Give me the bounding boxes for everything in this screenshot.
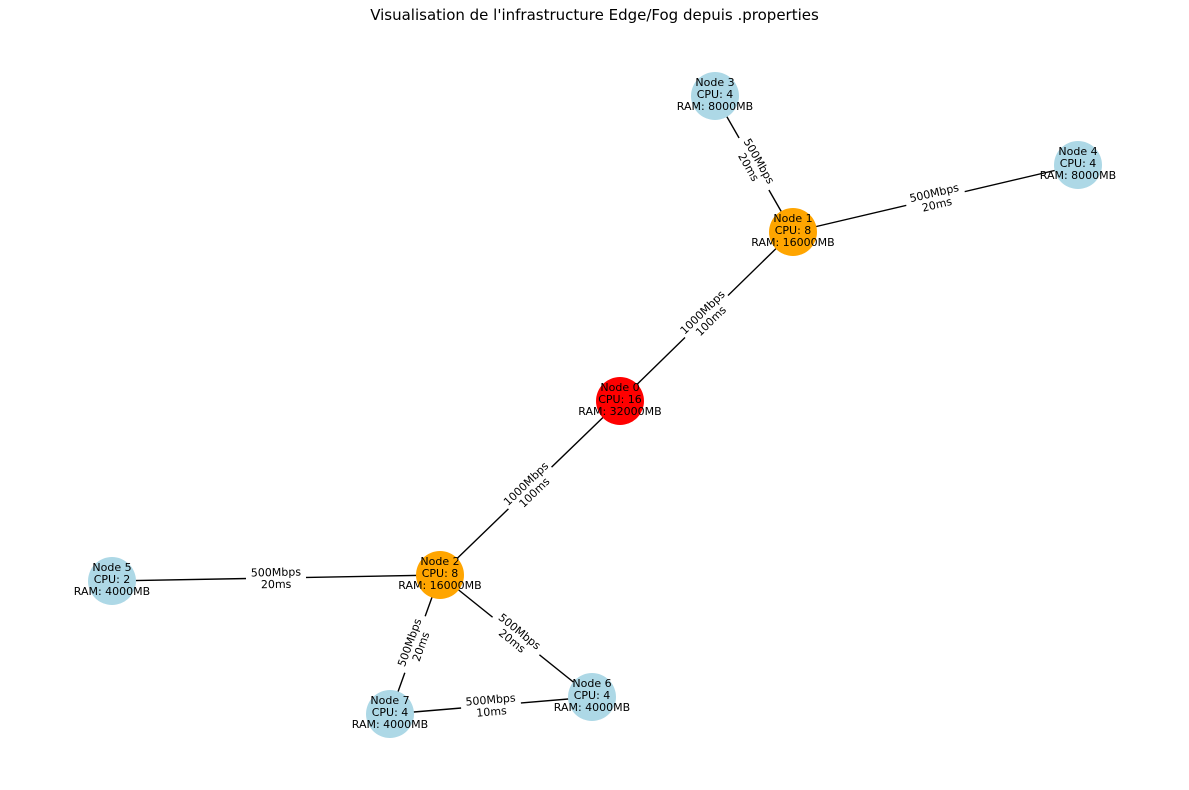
node-circle-fog: [769, 208, 817, 256]
edge-label-background: [391, 611, 439, 678]
edge-latency-label: 10ms: [476, 704, 508, 720]
node-name-label: Node 5: [92, 561, 131, 574]
node-circle-fog: [416, 551, 464, 599]
edge-label-background: [483, 606, 549, 666]
node-cpu-label: CPU: 4: [697, 88, 734, 101]
node-ram-label: RAM: 32000MB: [578, 405, 661, 418]
node-cpu-label: CPU: 2: [94, 573, 131, 586]
node-ram-label: RAM: 16000MB: [751, 236, 834, 249]
edge-label-background: [903, 178, 968, 219]
node-ram-label: RAM: 4000MB: [352, 718, 428, 731]
node-cpu-label: CPU: 16: [598, 393, 642, 406]
node-circle-edge: [366, 690, 414, 738]
edge-label-background: [675, 285, 738, 348]
node-name-label: Node 0: [600, 381, 639, 394]
diagram-title: Visualisation de l'infrastructure Edge/F…: [370, 6, 819, 24]
edge-latency-label: 20ms: [261, 578, 292, 592]
node-circle-edge: [568, 673, 616, 721]
edge-labels-layer: 1000Mbps100ms1000Mbps100ms500Mbps20ms500…: [245, 131, 968, 722]
edge-label-background: [498, 457, 562, 519]
edge-label-background: [459, 689, 523, 722]
node-circle-edge: [88, 557, 136, 605]
node-circle-edge: [1054, 141, 1102, 189]
node-ram-label: RAM: 8000MB: [1040, 169, 1116, 182]
edge-bandwidth-label: 500Mbps: [465, 691, 516, 708]
edge-label-background: [245, 563, 307, 593]
node-circle-cloud: [596, 377, 644, 425]
node-cpu-label: CPU: 4: [1060, 157, 1097, 170]
node-name-label: Node 6: [572, 677, 611, 690]
node-cpu-label: CPU: 4: [574, 689, 611, 702]
node-ram-label: RAM: 8000MB: [677, 100, 753, 113]
node-cpu-label: CPU: 8: [422, 567, 459, 580]
node-ram-label: RAM: 4000MB: [74, 585, 150, 598]
node-name-label: Node 1: [773, 212, 812, 225]
node-cpu-label: CPU: 8: [775, 224, 812, 237]
node-ram-label: RAM: 4000MB: [554, 701, 630, 714]
node-name-label: Node 2: [420, 555, 459, 568]
node-name-label: Node 7: [370, 694, 409, 707]
node-name-label: Node 4: [1058, 145, 1097, 158]
node-ram-label: RAM: 16000MB: [398, 579, 481, 592]
node-name-label: Node 3: [695, 76, 734, 89]
edge-bandwidth-label: 500Mbps: [251, 566, 302, 580]
node-circle-edge: [691, 72, 739, 120]
node-cpu-label: CPU: 4: [372, 706, 409, 719]
edge-label-background: [726, 131, 782, 197]
